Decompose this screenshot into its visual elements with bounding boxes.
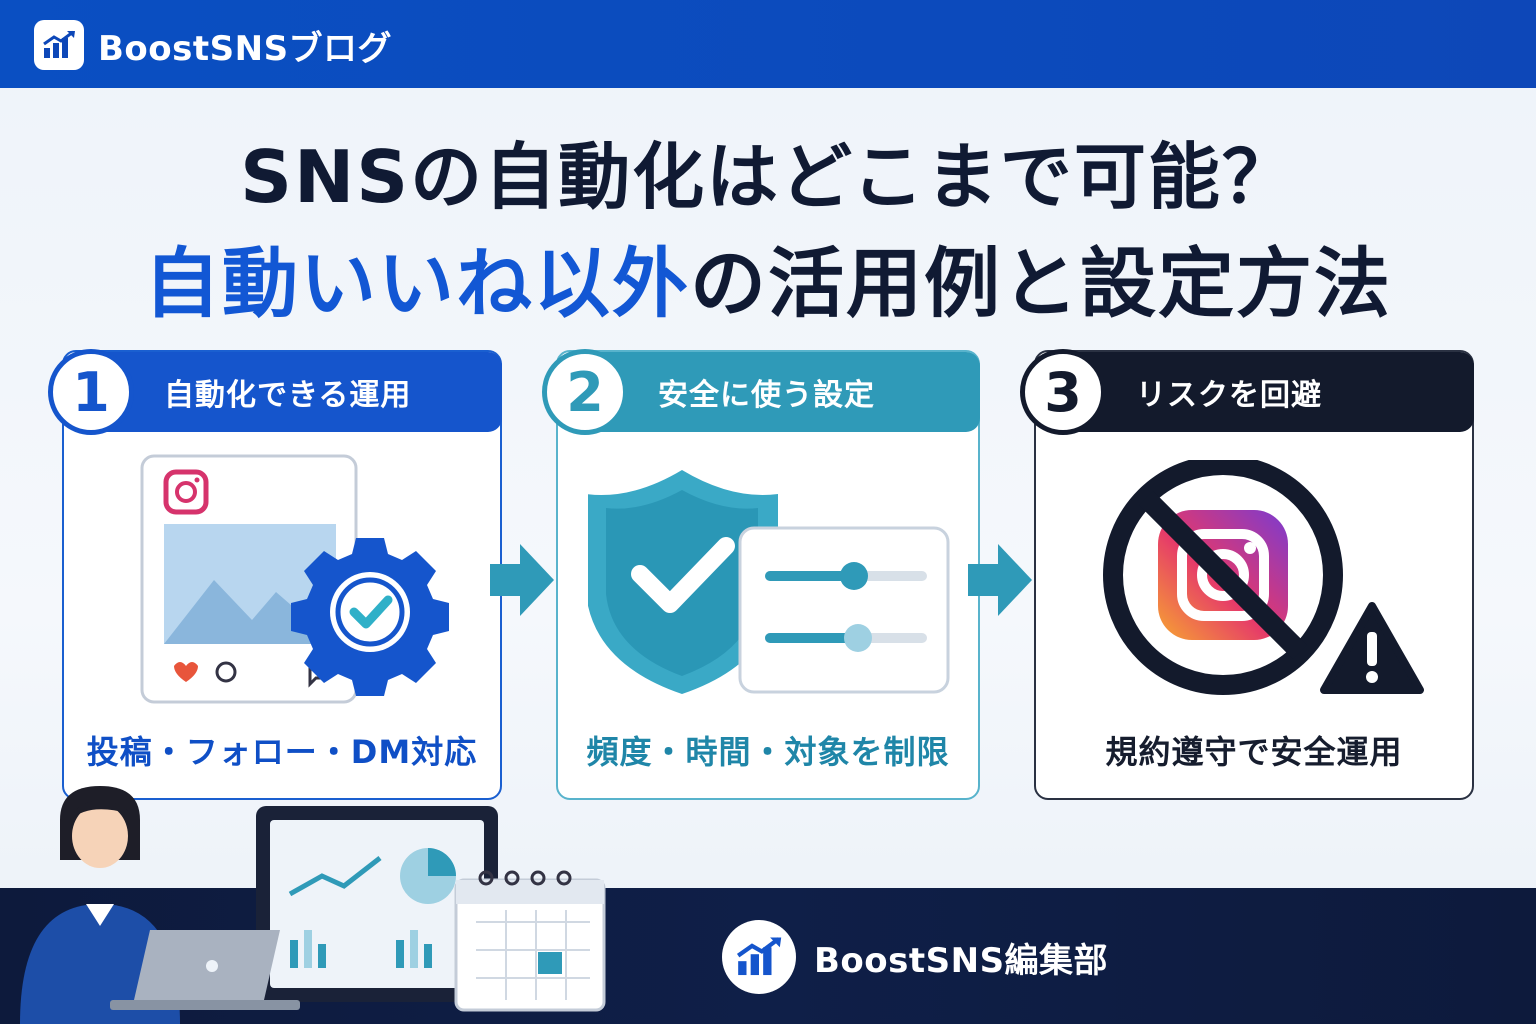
footer-brand[interactable]: BoostSNS編集部 bbox=[722, 920, 1108, 994]
laptop-icon bbox=[110, 930, 300, 1010]
step-number-3: 3 bbox=[1020, 349, 1106, 435]
header-bar: BoostSNSブログ bbox=[0, 0, 1536, 88]
page-title-accent: 自動いいね以外 bbox=[144, 239, 690, 328]
instagram-post-gear-icon bbox=[140, 454, 449, 704]
dashboard-monitor-icon bbox=[256, 806, 498, 1002]
step-card-2-header: 2 安全に使う設定 bbox=[542, 349, 980, 435]
page-title-line1: SNSの自動化はどこまで可能？ bbox=[240, 135, 1296, 219]
page-title-rest: の活用例と設定方法 bbox=[690, 239, 1392, 328]
instagram-prohibited-warning-icon bbox=[1103, 460, 1424, 695]
footer-brand-text: BoostSNS編集部 bbox=[814, 940, 1109, 981]
header-brand[interactable]: BoostSNSブログ bbox=[34, 20, 392, 70]
header-brand-text: BoostSNSブログ bbox=[98, 28, 393, 69]
shield-settings-icon bbox=[588, 470, 950, 694]
page-title-line2: 自動いいね以外の活用例と設定方法 bbox=[0, 222, 1536, 332]
office-worker-illustration bbox=[20, 786, 606, 1024]
chart-up-icon bbox=[722, 920, 796, 994]
arrow-right-icon bbox=[490, 544, 554, 616]
step-card-1: 1 自動化できる運用 投稿・フォロー・DM対応 bbox=[48, 349, 502, 800]
step-card-3: 3 リスクを回避 規約遵守で安全運用 bbox=[1020, 349, 1474, 800]
step-card-1-caption: 投稿・フォロー・DM対応 bbox=[86, 733, 478, 771]
step-card-2-caption: 頻度・時間・対象を制限 bbox=[586, 733, 950, 771]
step-card-3-caption: 規約遵守で安全運用 bbox=[1105, 733, 1403, 771]
step-card-2: 2 安全に使う設定 頻度・時間・対象を制限 bbox=[542, 349, 980, 800]
step-number-2: 2 bbox=[542, 349, 628, 435]
step-card-2-title: 安全に使う設定 bbox=[658, 378, 875, 413]
arrow-right-icon bbox=[968, 544, 1032, 616]
calendar-icon bbox=[454, 870, 606, 1012]
step-card-1-title: 自動化できる運用 bbox=[164, 378, 412, 413]
step-number-1: 1 bbox=[48, 349, 134, 435]
step-card-1-header: 1 自動化できる運用 bbox=[48, 349, 502, 435]
step-card-3-title: リスクを回避 bbox=[1136, 378, 1322, 413]
step-card-3-header: 3 リスクを回避 bbox=[1020, 349, 1474, 435]
chart-up-icon bbox=[34, 20, 84, 70]
